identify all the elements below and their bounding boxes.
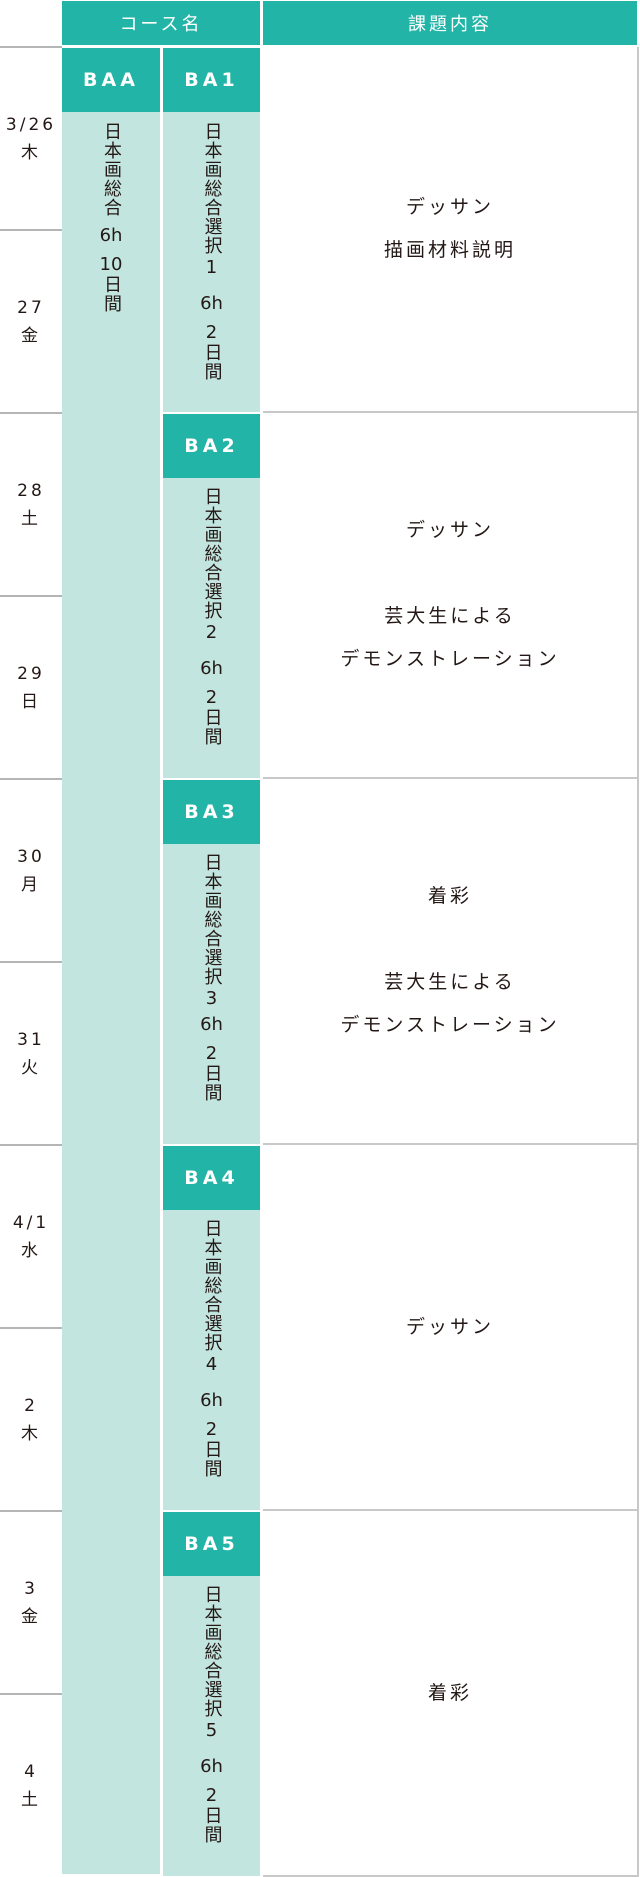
course-number: 5 <box>205 1720 218 1741</box>
course-number: 1 <box>205 257 218 278</box>
course-hours: 6h <box>200 1014 223 1035</box>
course-number: 4 <box>205 1354 218 1375</box>
content-line: デモンストレーション <box>340 648 560 670</box>
course-duration-unit: 日間 <box>201 1440 223 1478</box>
date-divider <box>0 1510 62 1512</box>
date-divider <box>0 1693 62 1695</box>
course-name: 日本画総合選択 <box>201 122 223 255</box>
course-hours: 6h <box>200 1390 223 1411</box>
content-line: 着彩 <box>427 885 472 907</box>
date-divider <box>0 961 62 963</box>
date-divider <box>0 1144 62 1146</box>
date-weekday: 日 <box>21 691 41 712</box>
content-line: 着彩 <box>427 1681 472 1704</box>
course-duration-unit: 日間 <box>201 1064 223 1102</box>
content-line: デッサン <box>405 1315 494 1338</box>
date-weekday: 木 <box>21 142 41 163</box>
course-code-badge: BA1 <box>163 48 260 112</box>
date-day: 31 <box>17 1029 45 1050</box>
content-line: デモンストレーション <box>340 1014 560 1036</box>
course-code-badge: BAA <box>62 48 160 112</box>
header-course-name: コース名 <box>62 1 260 45</box>
course-name: 日本画総合 <box>101 122 122 217</box>
date-day: 28 <box>17 480 45 501</box>
course-details: 日本画総合選択 5 6h 2 日間 <box>163 1585 260 1844</box>
date-weekday: 金 <box>21 325 41 346</box>
course-code-badge: BA2 <box>163 414 260 478</box>
course-details: 日本画総合選択 1 6h 2 日間 <box>163 122 260 381</box>
content-cell: 着彩 <box>263 1511 639 1877</box>
date-cell: 28 土 <box>0 413 62 596</box>
date-cell: 3 金 <box>0 1511 62 1694</box>
content-cell: デッサン <box>263 1145 639 1511</box>
content-line: 描画材料説明 <box>383 239 516 261</box>
date-weekday: 土 <box>21 1789 41 1810</box>
course-number: 2 <box>205 622 218 643</box>
course-name: 日本画総合選択 <box>201 487 223 620</box>
date-cell: 30 月 <box>0 779 62 962</box>
date-divider <box>0 412 62 414</box>
content-line: デッサン <box>405 196 494 218</box>
course-details: 日本画総合選択 3 6h 2 日間 <box>163 853 260 1102</box>
date-cell: 27 金 <box>0 230 62 413</box>
content-cell: 着彩 芸大生による デモンストレーション <box>263 779 639 1145</box>
date-day: 29 <box>17 663 45 684</box>
course-duration-unit: 日間 <box>201 708 223 746</box>
course-details: 日本画総合選択 2 6h 2 日間 <box>163 487 260 746</box>
date-day: 4 <box>24 1761 38 1782</box>
course-number: 3 <box>205 988 218 1009</box>
header-content: 課題内容 <box>263 1 637 45</box>
course-code-badge: BA4 <box>163 1146 260 1210</box>
date-day: 27 <box>17 297 45 318</box>
date-weekday: 火 <box>21 1057 41 1078</box>
date-weekday: 土 <box>21 508 41 529</box>
date-day: 3 <box>24 1578 38 1599</box>
content-line: 芸大生による <box>384 605 516 627</box>
date-divider <box>0 778 62 780</box>
course-hours: 6h <box>99 225 123 246</box>
date-day: 30 <box>17 846 45 867</box>
date-day: 4/1 <box>12 1212 50 1233</box>
date-divider <box>0 46 62 48</box>
course-name: 日本画総合選択 <box>201 1219 223 1352</box>
date-divider <box>0 229 62 231</box>
course-duration-num: 2 <box>205 1043 218 1064</box>
date-cell: 4 土 <box>0 1694 62 1877</box>
course-duration-num: 10 <box>99 254 123 275</box>
course-name: 日本画総合選択 <box>201 1585 223 1718</box>
date-divider <box>0 595 62 597</box>
course-hours: 6h <box>200 1756 223 1777</box>
date-day: 2 <box>24 1395 38 1416</box>
course-duration-num: 2 <box>205 1785 218 1806</box>
date-weekday: 木 <box>21 1423 41 1444</box>
date-cell: 29 日 <box>0 596 62 779</box>
course-hours: 6h <box>200 658 223 679</box>
content-cell: デッサン 芸大生による デモンストレーション <box>263 413 639 779</box>
course-code-badge: BA5 <box>163 1512 260 1576</box>
course-duration-unit: 日間 <box>201 343 223 381</box>
course-code-badge: BA3 <box>163 780 260 844</box>
date-weekday: 金 <box>21 1606 41 1627</box>
course-name: 日本画総合選択 <box>201 853 223 986</box>
date-weekday: 月 <box>21 874 41 895</box>
date-divider <box>0 1327 62 1329</box>
content-line: 芸大生による <box>384 971 516 993</box>
date-cell: 31 火 <box>0 962 62 1145</box>
content-line: デッサン <box>405 519 494 541</box>
date-weekday: 水 <box>21 1240 41 1261</box>
course-hours: 6h <box>200 293 223 314</box>
date-day: 3/26 <box>5 114 57 135</box>
course-duration-unit: 日間 <box>201 1806 223 1844</box>
main-course-column <box>62 48 160 1874</box>
course-duration-num: 2 <box>205 322 218 343</box>
main-course-details: 日本画総合 6h 10 日間 <box>62 122 160 313</box>
date-cell: 2 木 <box>0 1328 62 1511</box>
course-duration-num: 2 <box>205 687 218 708</box>
course-duration-num: 2 <box>205 1419 218 1440</box>
course-details: 日本画総合選択 4 6h 2 日間 <box>163 1219 260 1478</box>
date-cell: 4/1 水 <box>0 1145 62 1328</box>
date-cell: 3/26 木 <box>0 47 62 230</box>
course-duration-unit: 日間 <box>101 275 122 313</box>
content-cell: デッサン 描画材料説明 <box>263 47 639 413</box>
